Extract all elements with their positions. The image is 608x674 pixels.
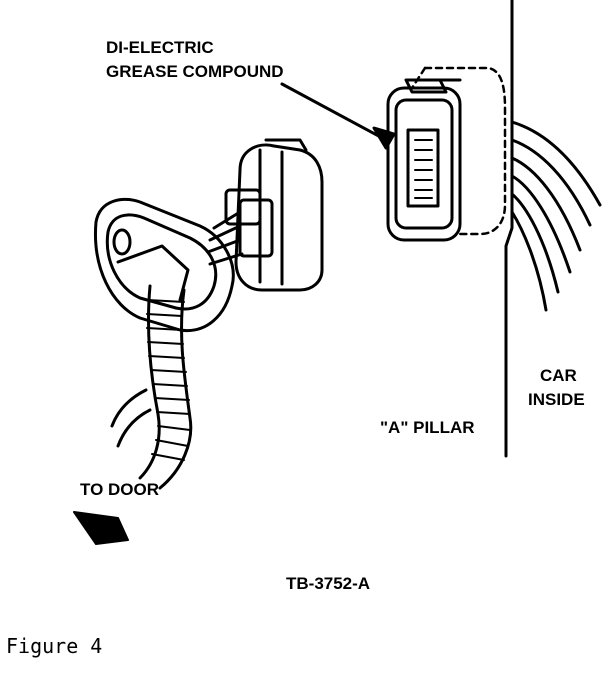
grease-pins bbox=[414, 139, 433, 199]
a-pillar-line bbox=[504, 0, 514, 458]
callout-label-line1: DI-ELECTRIC bbox=[106, 38, 214, 57]
pillar-connector bbox=[386, 66, 507, 242]
car-inside-label-line2: INSIDE bbox=[528, 390, 585, 409]
car-inside-label-line1: CAR bbox=[540, 366, 577, 385]
wire-conduit bbox=[110, 284, 193, 490]
to-door-arrow bbox=[73, 511, 129, 545]
door-connector bbox=[206, 138, 324, 292]
to-door-label: TO DOOR bbox=[80, 480, 160, 499]
car-inside-wires bbox=[510, 120, 602, 312]
callout-arrow-line bbox=[280, 82, 388, 142]
callout-arrow-head bbox=[372, 126, 396, 150]
part-code: TB-3752-A bbox=[286, 574, 371, 593]
figure-caption: Figure 4 bbox=[6, 634, 103, 658]
callout-label-line2: GREASE COMPOUND bbox=[106, 62, 284, 81]
a-pillar-label: "A" PILLAR bbox=[380, 418, 475, 437]
grommet bbox=[93, 198, 235, 333]
